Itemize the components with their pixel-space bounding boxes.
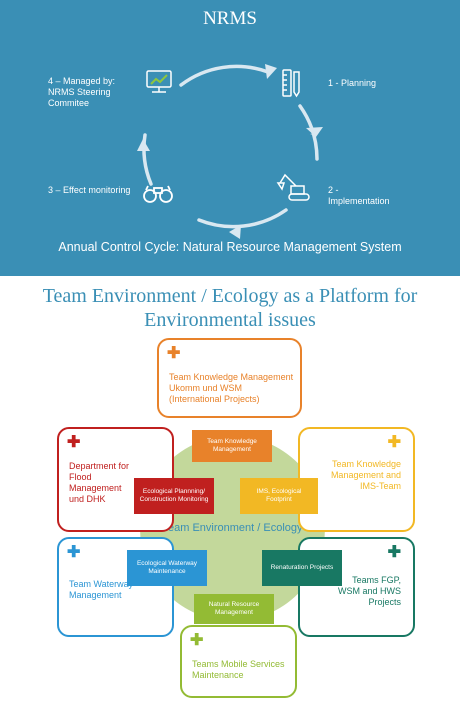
monitor-chart-icon xyxy=(146,70,172,93)
card-top: ✚ Team Knowledge Management Ukomm und WS… xyxy=(157,338,302,418)
tag-knowledge: Team Knowledge Management xyxy=(192,430,272,462)
hub-label: Team Environment / Ecology xyxy=(162,522,303,534)
arrow-head-bottom xyxy=(229,225,241,239)
team-diagram: Team Environment / Ecology ✚ Team Knowle… xyxy=(0,332,460,708)
cycle-ring xyxy=(137,64,323,239)
tag-ims: IMS, Ecological Footprint xyxy=(240,478,318,514)
arrow-head-top xyxy=(265,64,277,79)
card-upper-left-text: Department for Flood Management und DHK xyxy=(69,461,130,504)
ruler-pencil-icon xyxy=(282,69,300,98)
plus-icon: ✚ xyxy=(190,632,204,649)
card-upper-right-text: Team Knowledge Management and IMS-Team xyxy=(330,459,401,491)
card-bottom-text: Teams Mobile Services Maintenance xyxy=(192,659,285,680)
plus-icon: ✚ xyxy=(387,544,401,561)
platform-title-line-1: Team Environment / Ecology as a Platform… xyxy=(42,285,418,307)
plus-icon: ✚ xyxy=(67,434,81,451)
tag-natural-resource: Natural Resource Management xyxy=(194,594,274,624)
card-bottom: ✚ Teams Mobile Services Maintenance xyxy=(180,625,297,698)
arrow-head-left xyxy=(137,139,150,151)
tag-renaturation: Renaturation Projects xyxy=(262,550,342,586)
step-implementation-label: 2 - Implementation xyxy=(328,185,390,206)
cycle-caption: Annual Control Cycle: Natural Resource M… xyxy=(58,240,402,254)
arrow-head-right xyxy=(306,127,323,137)
plus-icon: ✚ xyxy=(67,544,81,561)
cycle-title: NRMS xyxy=(203,8,257,29)
plus-icon: ✚ xyxy=(167,345,181,362)
cycle-arc-top xyxy=(179,64,270,87)
step-effect-label: 3 – Effect monitoring xyxy=(48,185,131,195)
step-managed-label: 4 – Managed by: NRMS Steering Commitee xyxy=(48,76,116,108)
step-planning-label: 1 - Planning xyxy=(328,78,377,88)
card-lower-right-text: Teams FGP, WSM and HWS Projects xyxy=(337,575,401,607)
plus-icon: ✚ xyxy=(387,434,401,451)
nrms-cycle-panel: NRMS xyxy=(0,0,460,276)
binoculars-icon xyxy=(143,185,173,203)
cycle-arc-bottom xyxy=(197,208,288,229)
cycle-arc-left xyxy=(142,133,153,186)
platform-title-line-2: Environmental issues xyxy=(144,309,316,331)
card-top-text: Team Knowledge Management Ukomm und WSM … xyxy=(169,372,294,404)
tag-ecological-planning: Ecological Plannning/ Construction Monit… xyxy=(134,478,214,514)
excavator-icon xyxy=(276,173,310,201)
tag-waterway: Ecological Waterway Maintenance xyxy=(127,550,207,586)
card-lower-left-text: Team Waterway Management xyxy=(69,579,134,600)
platform-title: Team Environment / Ecology as a Platform… xyxy=(0,284,460,332)
